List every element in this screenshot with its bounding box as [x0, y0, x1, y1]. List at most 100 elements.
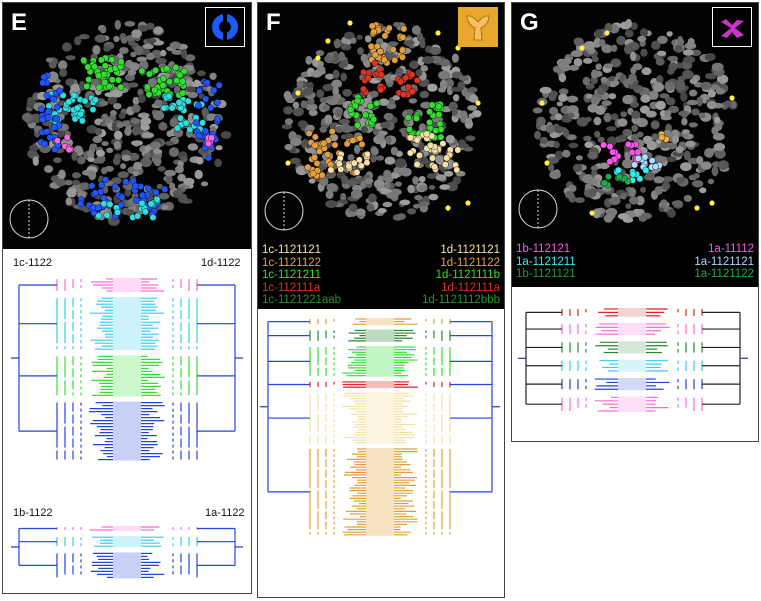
nucleus	[158, 121, 168, 131]
nucleus	[680, 162, 692, 172]
marker-dot	[579, 45, 585, 51]
labeled-cell	[377, 71, 385, 79]
orientation-compass	[9, 199, 49, 239]
nucleus	[358, 105, 365, 112]
nucleus	[21, 112, 33, 122]
labeled-cell	[98, 181, 106, 189]
nucleus	[548, 93, 557, 102]
nucleus	[439, 184, 450, 190]
nucleus	[714, 116, 721, 124]
nucleus	[184, 54, 196, 62]
labeled-cell	[65, 146, 73, 154]
nucleus	[711, 166, 719, 177]
nucleus	[131, 118, 141, 125]
nucleus	[290, 137, 302, 147]
labeled-cell	[634, 148, 642, 156]
labeled-cell	[95, 212, 103, 220]
marker-dot	[544, 160, 550, 166]
nucleus	[700, 81, 713, 90]
nucleus	[707, 89, 716, 98]
nucleus	[603, 63, 613, 69]
nucleus	[334, 108, 343, 118]
nucleus	[667, 142, 678, 150]
nucleus	[65, 78, 74, 86]
correspondence-band	[618, 359, 646, 372]
labeled-cell	[111, 183, 119, 191]
nucleus	[415, 69, 423, 77]
nucleus	[675, 84, 686, 91]
correspondence-band	[366, 346, 394, 377]
labeled-cell	[634, 154, 642, 162]
nucleus	[681, 129, 690, 135]
panel-f-letter: F	[266, 9, 281, 36]
legend-entry: 1a-1121122	[694, 268, 754, 280]
nucleus	[667, 208, 676, 218]
labeled-cell	[166, 78, 173, 86]
nucleus	[651, 133, 659, 141]
nucleus	[124, 127, 132, 136]
nucleus	[174, 165, 184, 174]
nucleus	[376, 132, 385, 141]
labeled-cell	[145, 185, 152, 193]
nucleus	[315, 50, 325, 57]
nucleus	[48, 61, 57, 69]
nucleus	[120, 163, 127, 170]
nucleus	[452, 94, 460, 102]
labeled-cell	[324, 151, 332, 159]
nucleus	[144, 152, 152, 159]
nucleus	[630, 110, 641, 120]
labeled-cell	[652, 163, 660, 171]
nucleus	[112, 157, 121, 166]
labeled-cell	[177, 114, 184, 122]
marker-dot	[435, 30, 441, 36]
nucleus	[562, 149, 571, 158]
nucleus	[308, 178, 316, 184]
labeled-cell	[147, 200, 155, 208]
labeled-cell	[138, 199, 146, 207]
nucleus	[687, 157, 699, 165]
labeled-cell	[435, 111, 443, 119]
nucleus	[62, 42, 72, 52]
labeled-cell	[65, 98, 73, 106]
nucleus	[332, 69, 340, 79]
nucleus	[395, 67, 404, 74]
correspondence-band	[618, 378, 646, 391]
nucleus	[29, 144, 39, 152]
nucleus	[583, 41, 596, 50]
nucleus	[176, 187, 183, 196]
labeled-cell	[441, 161, 449, 169]
nucleus	[354, 144, 361, 154]
orientation-compass	[264, 191, 304, 231]
nucleus	[193, 79, 201, 88]
nucleus	[706, 101, 717, 110]
nucleus	[124, 21, 136, 27]
nucleus	[187, 91, 199, 99]
nucleus	[420, 65, 429, 72]
nucleus	[281, 123, 293, 130]
marker-dot	[694, 205, 700, 211]
nucleus	[651, 40, 661, 50]
nucleus	[594, 29, 603, 39]
nucleus	[451, 86, 463, 92]
nucleus	[724, 100, 732, 108]
correspondence-band	[113, 297, 141, 351]
nucleus	[620, 192, 627, 200]
legend-entry: 1a-11112	[707, 243, 754, 255]
labeled-cell	[131, 182, 139, 190]
labeled-cell	[357, 162, 365, 170]
nucleus	[558, 88, 569, 95]
nucleus	[386, 192, 396, 199]
nucleus	[94, 34, 107, 43]
nucleus	[411, 25, 421, 35]
labeled-cell	[356, 156, 363, 164]
labeled-cell	[98, 56, 105, 64]
nucleus	[88, 170, 97, 181]
nucleus	[146, 38, 157, 44]
nucleus	[74, 36, 82, 46]
labeled-cell	[91, 189, 99, 197]
labeled-cell	[77, 200, 85, 208]
nucleus	[468, 113, 476, 119]
labeled-cell	[376, 48, 384, 55]
nucleus	[682, 69, 694, 80]
